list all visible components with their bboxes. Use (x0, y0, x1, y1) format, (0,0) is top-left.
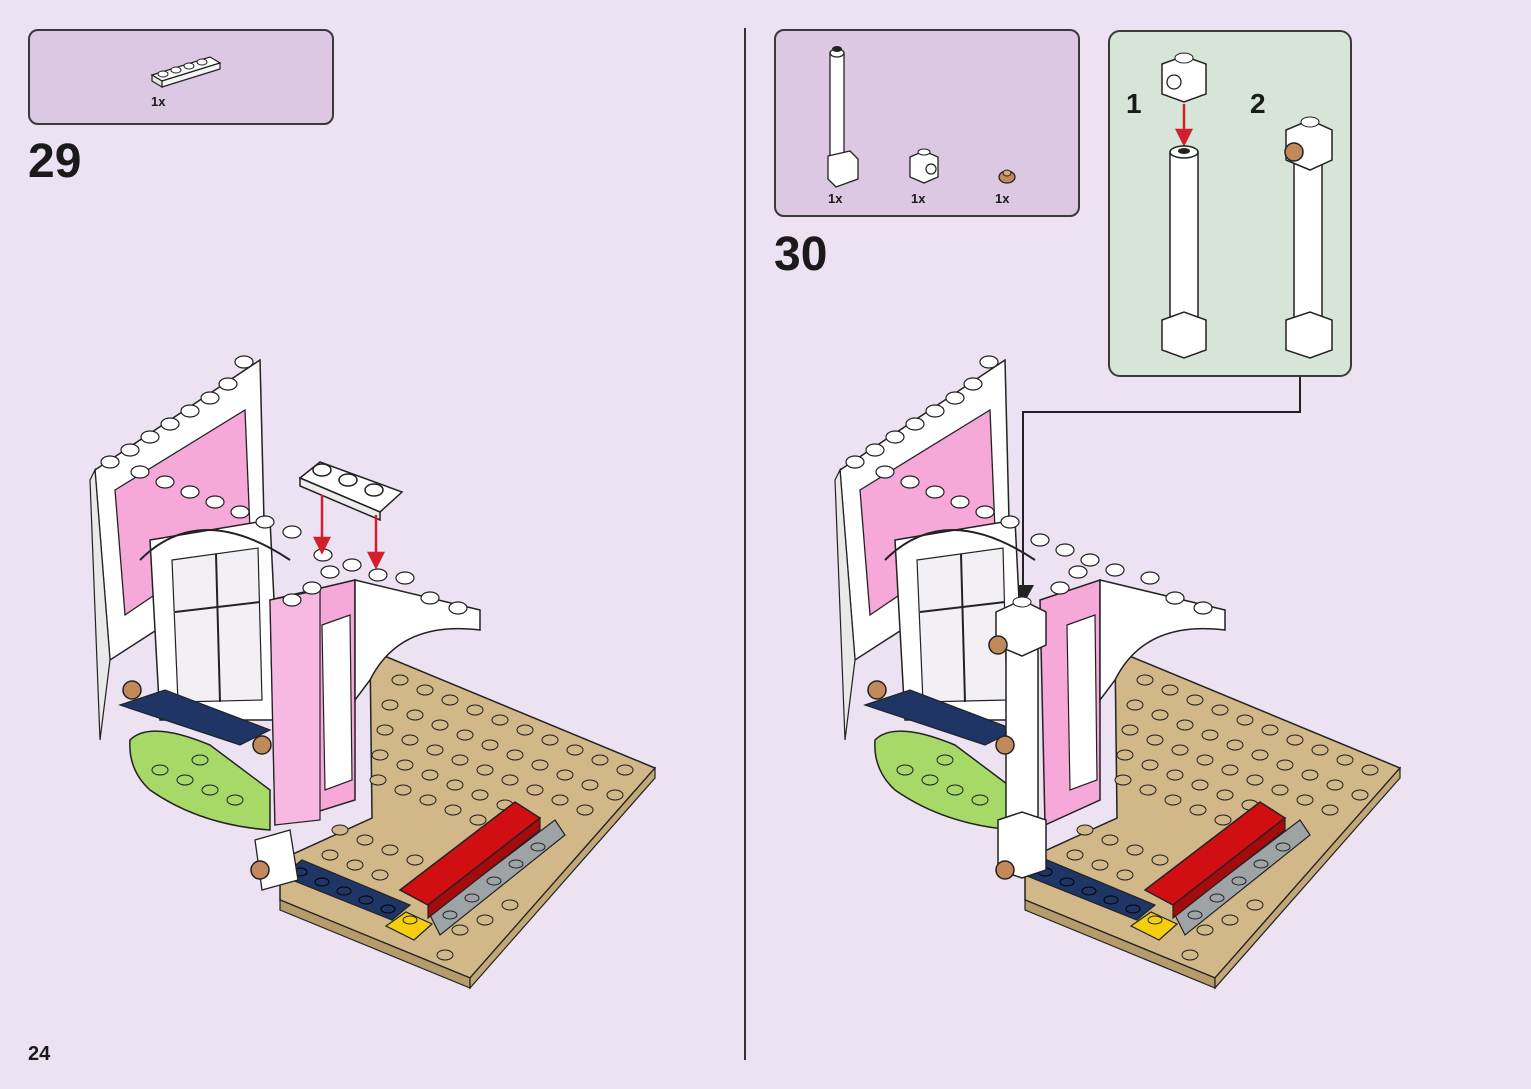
callout-connector (1023, 377, 1300, 590)
